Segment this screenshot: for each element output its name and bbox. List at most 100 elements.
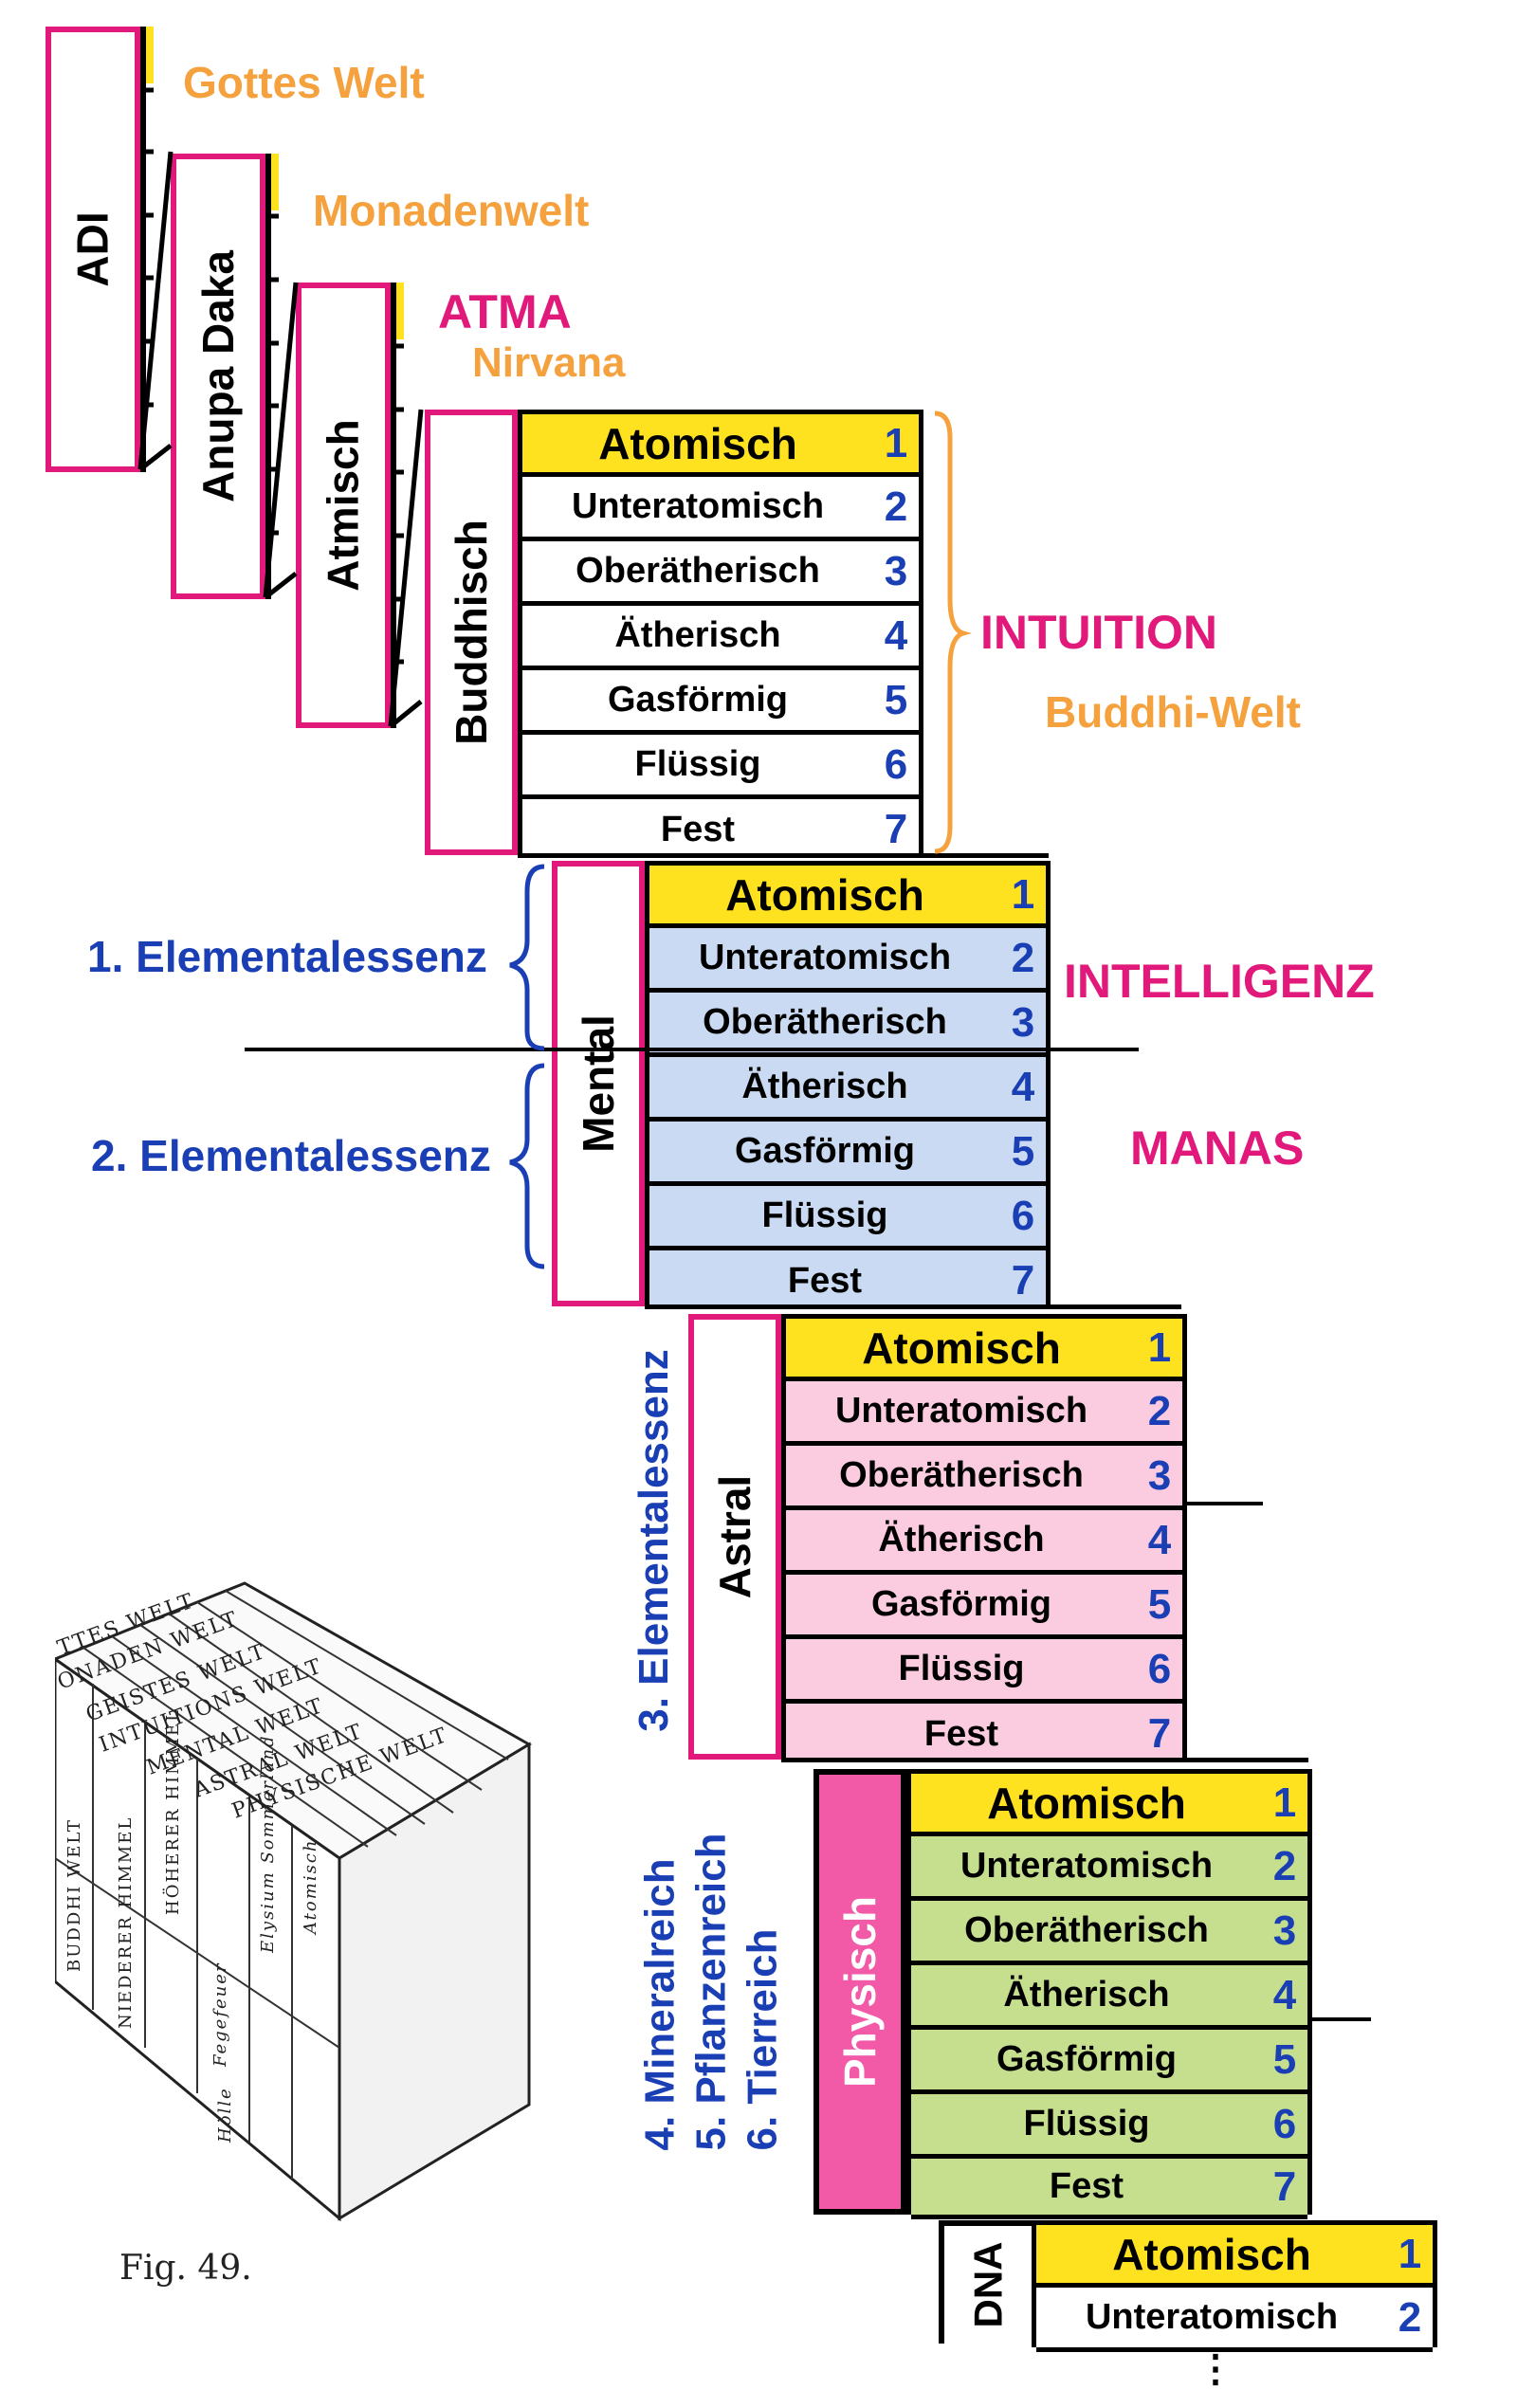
layer-name: Ätherisch (878, 1520, 1045, 1560)
dna-box (939, 2220, 1032, 2344)
layer-name: Oberätherisch (964, 1910, 1209, 1950)
layer-number: 3 (1147, 1451, 1172, 1499)
layer-name: Fest (787, 1260, 863, 1301)
layer-row: Gasförmig 5 (786, 1575, 1182, 1639)
buddhisch-bottom-line (518, 853, 1049, 858)
layer-number: 5 (1147, 1580, 1172, 1628)
layer-number: 4 (1147, 1516, 1172, 1563)
elementalessenz-2-label: 2. Elementalessenz (91, 1131, 491, 1180)
layer-row: Flüssig 6 (522, 735, 919, 799)
layer-name: Fest (1049, 2166, 1124, 2206)
layer-name: Gasförmig (870, 1584, 1052, 1624)
layer-row: Fest 7 (911, 2159, 1307, 2219)
layer-number: 2 (1398, 2293, 1422, 2341)
physisch-table: Atomisch 1 Unteratomisch 2 Oberätherisch… (906, 1769, 1312, 2219)
dna-label: DNA (965, 2241, 1010, 2328)
dna-table: Atomisch 1 Unteratomisch 2 (1032, 2220, 1437, 2352)
mental-divider-line (245, 1048, 1139, 1051)
layer-number: 6 (1272, 2100, 1297, 2147)
layer-name: Atomisch (725, 869, 924, 920)
layer-name: Gasförmig (734, 1131, 916, 1171)
layer-name: Ätherisch (741, 1067, 908, 1106)
layer-number: 2 (1011, 934, 1035, 981)
layer-name: Ätherisch (1003, 1975, 1170, 2015)
layer-row: Atomisch 1 (786, 1319, 1182, 1381)
layer-row: Flüssig 6 (786, 1639, 1182, 1704)
layer-number: 7 (1011, 1257, 1035, 1304)
layer-number: 6 (1011, 1192, 1035, 1239)
layer-number: 5 (1011, 1127, 1035, 1175)
layer-name: Oberätherisch (576, 551, 820, 591)
pflanzenreich-label: 5. Pflanzenreich (687, 1833, 735, 2151)
layer-number: 7 (1147, 1710, 1172, 1757)
layer-row: Fest 7 (649, 1250, 1046, 1311)
layer-row: Ätherisch 4 (649, 1057, 1046, 1122)
layer-name: Unteratomisch (698, 938, 952, 977)
layer-number: 5 (884, 676, 908, 723)
elementalessenz-braces (509, 864, 545, 1269)
cube-side-label: Atomisch (301, 1839, 320, 1937)
layer-number: 1 (1272, 1779, 1297, 1826)
layer-name: Gasförmig (607, 680, 789, 720)
manas-label: MANAS (1130, 1122, 1305, 1175)
astral-divider-line (1187, 1502, 1263, 1505)
layer-name: Atomisch (987, 1778, 1186, 1828)
layer-name: Unteratomisch (1085, 2297, 1339, 2337)
layer-row: Unteratomisch 2 (522, 477, 919, 541)
mental-box: Mental (552, 861, 645, 1306)
continuation-dots: ⋮ (1197, 2348, 1234, 2390)
cube-side-label: Hölle (215, 2087, 235, 2143)
layer-row: Gasförmig 5 (911, 2030, 1307, 2094)
layer-name: Flüssig (634, 744, 761, 784)
mental-label: Mental (574, 1014, 623, 1153)
atmisch-ruler (391, 283, 396, 728)
buddhi-welt-label: Buddhi-Welt (1045, 687, 1301, 737)
cube-side-label: NIEDERER HIMMEL (116, 1816, 136, 2029)
elementalessenz-3-label: 3. Elementalessenz (631, 1349, 678, 1732)
layer-name: Ätherisch (614, 615, 781, 655)
layer-row: Ätherisch 4 (911, 1965, 1307, 2030)
cube-side-label: BUDDHI WELT (64, 1818, 84, 1972)
intuition-brace (934, 410, 973, 854)
physisch-divider-line (1312, 2017, 1371, 2021)
layer-name: Fest (923, 1713, 999, 1754)
layer-row: Ätherisch 4 (786, 1510, 1182, 1575)
cube-side-label: Elysium Sommerland (258, 1734, 278, 1954)
layer-row: Atomisch 1 (522, 414, 919, 477)
layer-row: Oberätherisch 3 (911, 1901, 1307, 1965)
layer-name: Oberätherisch (703, 1002, 947, 1042)
layer-number: 6 (884, 740, 908, 788)
layer-number: 1 (1147, 1323, 1172, 1371)
elementalessenz-1-label: 1. Elementalessenz (87, 932, 487, 981)
layer-number: 1 (884, 419, 908, 466)
layer-number: 3 (1272, 1906, 1297, 1954)
dna-label-wrap: DNA (944, 2226, 1032, 2344)
astral-box: Astral (688, 1314, 781, 1760)
mental-table: Atomisch 1 Unteratomisch 2 Oberätherisch… (645, 861, 1051, 1306)
anupa-box: Anupa Daka (171, 154, 265, 599)
layer-number: 2 (884, 483, 908, 530)
anupa-ruler (265, 154, 271, 599)
layer-name: Flüssig (761, 1195, 888, 1235)
layer-number: 4 (884, 611, 908, 659)
layer-row: Unteratomisch 2 (649, 928, 1046, 993)
layer-name: Fest (660, 809, 736, 849)
layer-number: 2 (1147, 1387, 1172, 1434)
layer-name: Atomisch (1112, 2229, 1311, 2279)
layer-row: Gasförmig 5 (649, 1122, 1046, 1186)
physisch-label: Physisch (835, 1896, 885, 2088)
astral-label: Astral (710, 1474, 760, 1599)
layer-name: Unteratomisch (571, 486, 825, 526)
intuition-label: INTUITION (980, 606, 1217, 659)
reiche-labels: 4. Mineralreich 5. Pflanzenreich 6. Tier… (634, 1833, 788, 2150)
figure-caption: Fig. 49. (119, 2249, 252, 2288)
layer-number: 4 (1272, 1971, 1297, 2018)
intelligenz-label: INTELLIGENZ (1064, 955, 1375, 1008)
reiche-vertical: 4. Mineralreich 5. Pflanzenreich 6. Tier… (626, 1769, 796, 2215)
layer-number: 1 (1011, 870, 1035, 918)
layer-row: Gasförmig 5 (522, 670, 919, 735)
adi-box: ADI (46, 27, 140, 472)
mental-bottom-line (645, 1304, 1181, 1309)
nirvana-label: Nirvana (472, 339, 626, 386)
layer-row: Unteratomisch 2 (786, 1381, 1182, 1446)
